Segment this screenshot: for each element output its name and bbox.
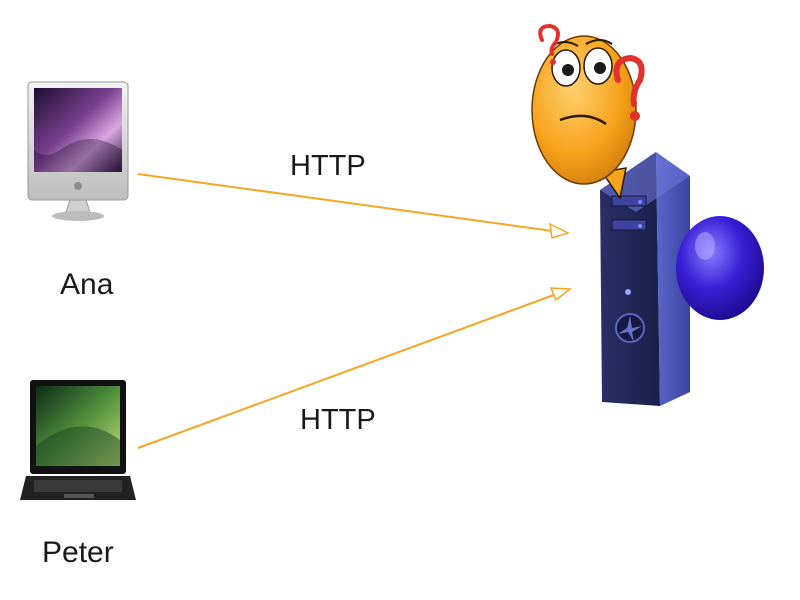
connection-label-ana: HTTP: [290, 150, 366, 182]
connection-label-peter: HTTP: [300, 404, 376, 436]
arrow-peter-to-server: [137, 287, 573, 449]
arrow-ana-to-server: [137, 173, 570, 239]
client-name-peter: Peter: [42, 536, 114, 569]
desktop-computer-icon: [27, 81, 129, 221]
client-name-ana: Ana: [60, 268, 114, 301]
question-mark-icon: [538, 23, 645, 121]
blue-ball-icon: [676, 216, 764, 320]
laptop-computer-icon: [20, 380, 136, 500]
server-tower-icon: [600, 152, 690, 406]
confused-face-icon: [531, 35, 637, 200]
